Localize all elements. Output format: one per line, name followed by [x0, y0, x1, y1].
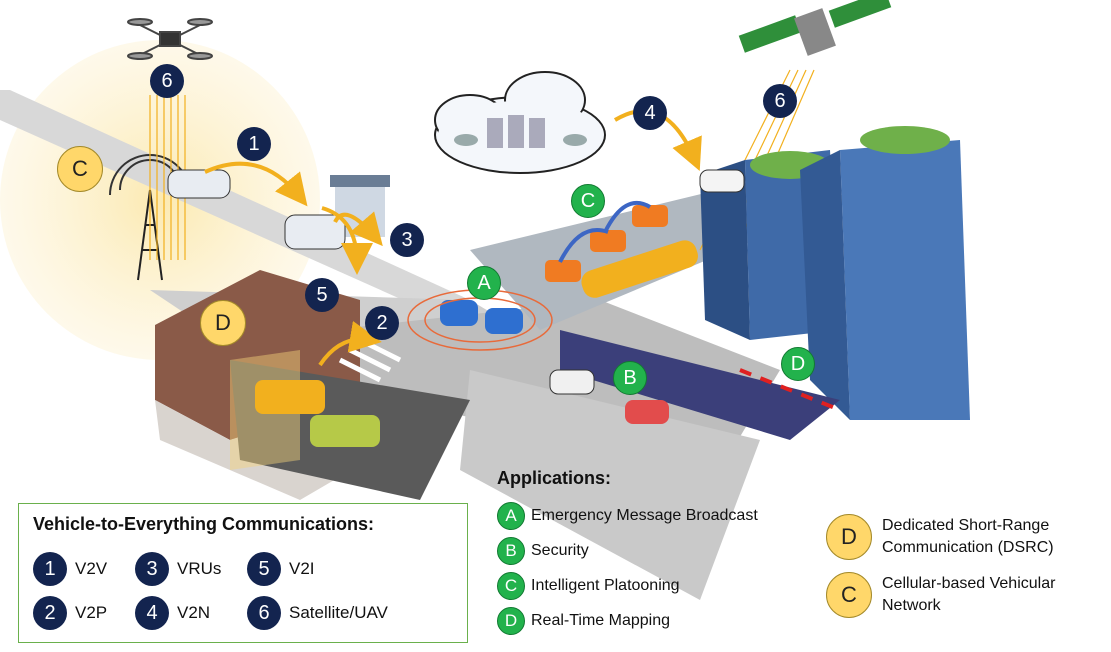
badge-v2x-v2p: 2 — [365, 306, 399, 340]
app-badge: A — [497, 502, 525, 530]
badge-v2x-v2n: 4 — [633, 96, 667, 130]
platoon-links — [558, 201, 652, 263]
app-item-emergency: A Emergency Message Broadcast — [497, 502, 758, 530]
cloud-icon — [434, 71, 606, 174]
legend-badge: 4 — [135, 596, 169, 630]
legend-badge: 2 — [33, 596, 67, 630]
app-label: Security — [531, 542, 589, 559]
badge-v2x-vru: 3 — [390, 223, 424, 257]
avenue — [560, 330, 840, 440]
legend-label: VRUs — [177, 559, 222, 578]
badge-app-platooning: C — [571, 184, 605, 218]
train — [581, 240, 698, 298]
badge-v2x-drone: 6 — [150, 64, 184, 98]
badge-net-cellular: C — [57, 146, 103, 192]
legend-item-v2v: 1 V2V — [33, 552, 107, 586]
legend-label: V2V — [75, 559, 108, 578]
legend-item-v2p: 2 V2P — [33, 596, 107, 630]
v2x-legend: Vehicle-to-Everything Communications: 1 … — [18, 503, 468, 643]
badge-app-security: B — [613, 361, 647, 395]
app-item-mapping: D Real-Time Mapping — [497, 607, 670, 635]
badge-v2x-v2v: 1 — [237, 127, 271, 161]
legend-item-v2n: 4 V2N — [135, 596, 210, 630]
legend-item-satellite-uav: 6 Satellite/UAV — [247, 596, 388, 630]
badge-net-dsrc: D — [200, 300, 246, 346]
net-label: Dedicated Short-Range Communication (DSR… — [882, 517, 1054, 556]
app-item-platooning: C Intelligent Platooning — [497, 572, 680, 600]
legend-label: V2N — [177, 603, 211, 622]
net-item-dsrc: D Dedicated Short-Range Communication (D… — [826, 514, 1111, 560]
road-lower-right — [460, 370, 760, 600]
badge-v2x-satellite: 6 — [763, 84, 797, 118]
legend-badge: 1 — [33, 552, 67, 586]
app-label: Emergency Message Broadcast — [531, 507, 758, 524]
net-item-cellular: C Cellular-based Vehicular Network — [826, 572, 1111, 618]
badge-app-emergency: A — [467, 266, 501, 300]
net-badge: D — [826, 514, 872, 560]
legend-badge: 6 — [247, 596, 281, 630]
legend-label: V2I — [289, 559, 315, 578]
badge-v2x-v2i: 5 — [305, 278, 339, 312]
tower-building — [800, 126, 970, 420]
app-badge: C — [497, 572, 525, 600]
app-item-security: B Security — [497, 537, 589, 565]
net-label: Cellular-based Vehicular Network — [882, 575, 1056, 614]
drone-icon — [127, 18, 213, 60]
legend-item-v2i: 5 V2I — [247, 552, 315, 586]
legend-label: Satellite/UAV — [289, 603, 388, 622]
cellular-coverage-zone — [0, 40, 320, 360]
satellite-icon — [738, 0, 892, 56]
legend-badge: 3 — [135, 552, 169, 586]
net-badge: C — [826, 572, 872, 618]
mapping-route — [739, 368, 841, 412]
legend-item-vrus: 3 VRUs — [135, 552, 221, 586]
vehicles — [167, 169, 745, 447]
app-badge: B — [497, 537, 525, 565]
badge-app-mapping: D — [781, 347, 815, 381]
legend-label: V2P — [75, 603, 108, 622]
legend-badge: 5 — [247, 552, 281, 586]
applications-title: Applications: — [497, 468, 612, 488]
app-label: Real-Time Mapping — [531, 612, 671, 629]
app-label: Intelligent Platooning — [531, 577, 680, 594]
v2x-legend-title: Vehicle-to-Everything Communications: — [33, 514, 375, 534]
app-badge: D — [497, 607, 525, 635]
